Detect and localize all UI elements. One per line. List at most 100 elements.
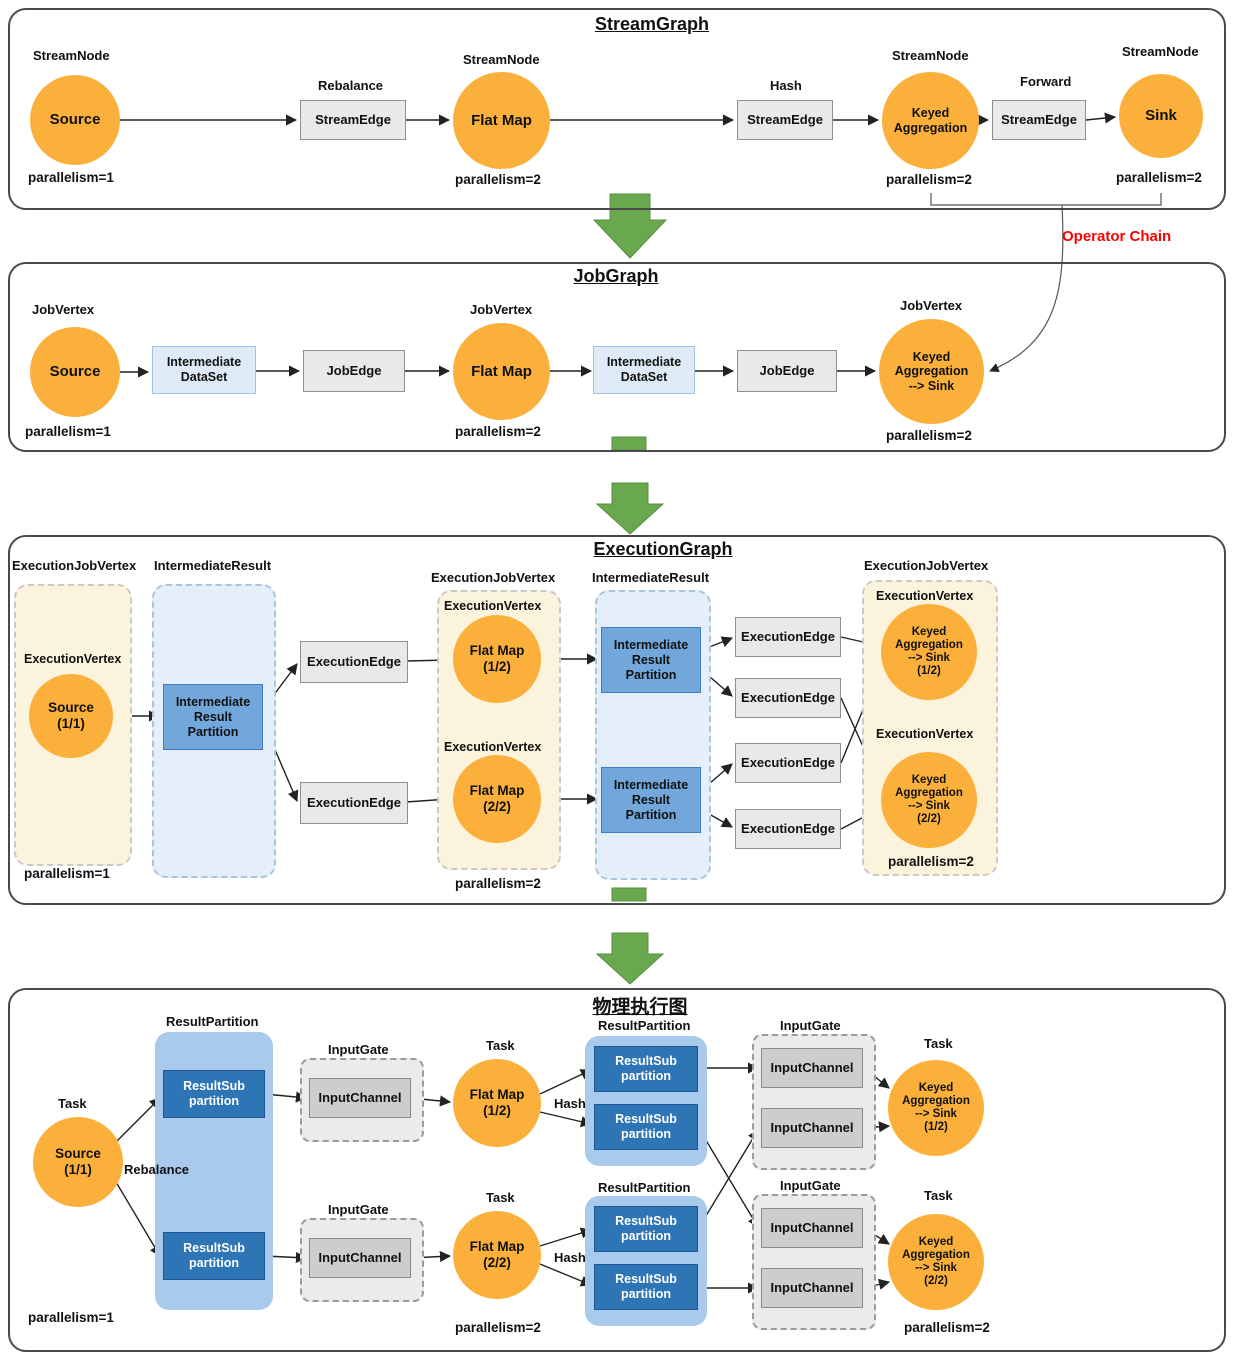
parallelism-label: parallelism=2 (1116, 170, 1202, 185)
parallelism-label: parallelism=2 (886, 172, 972, 187)
executionvertex-label: ExecutionVertex (876, 589, 974, 603)
partition-strategy-label: Rebalance (318, 78, 384, 93)
execution-vertex-flatmap-2: Flat Map (2/2) (453, 755, 541, 843)
resultsubpartition-box: ResultSub partition (594, 1264, 698, 1310)
jobgraph-title: JobGraph (573, 266, 659, 286)
physicalgraph-title: 物理执行图 (592, 997, 688, 1018)
parallelism-label: parallelism=2 (455, 876, 541, 891)
task-keyed-aggregation-sink-1: Keyed Aggregation --> Sink (1/2) (888, 1060, 984, 1156)
job-node-source: Source (30, 327, 120, 417)
hash-label: Hash (554, 1250, 586, 1265)
executionjobvertex-label: ExecutionJobVertex (864, 558, 989, 573)
executionvertex-label: ExecutionVertex (24, 652, 122, 666)
task-label: Task (924, 1188, 953, 1203)
execution-edge-box: ExecutionEdge (735, 678, 841, 718)
task-label: Task (486, 1190, 515, 1205)
resultpartition-label: ResultPartition (598, 1180, 691, 1195)
parallelism-label: parallelism=2 (455, 1320, 541, 1335)
streamgraph-panel (8, 8, 1226, 210)
parallelism-label: parallelism=2 (455, 172, 541, 187)
jobvertex-type-label: JobVertex (470, 302, 533, 317)
executionjobvertex-label: ExecutionJobVertex (12, 558, 137, 573)
intermediateresult-label: IntermediateResult (592, 570, 710, 585)
operator-chain-label: Operator Chain (1062, 228, 1172, 245)
task-keyed-aggregation-sink-2: Keyed Aggregation --> Sink (2/2) (888, 1214, 984, 1310)
executiongraph-panel (8, 535, 1226, 905)
parallelism-label: parallelism=2 (886, 428, 972, 443)
execution-edge-box: ExecutionEdge (735, 743, 841, 783)
job-node-keyed-aggregation-sink: Keyed Aggregation --> Sink (879, 319, 984, 424)
stream-edge-box: StreamEdge (300, 100, 406, 140)
execution-edge-box: ExecutionEdge (735, 617, 841, 657)
task-flatmap-2: Flat Map (2/2) (453, 1211, 541, 1299)
executionvertex-label: ExecutionVertex (444, 599, 542, 613)
task-flatmap-1: Flat Map (1/2) (453, 1059, 541, 1147)
execution-edge-box: ExecutionEdge (735, 809, 841, 849)
execution-edge-box: ExecutionEdge (300, 641, 408, 683)
inputchannel-box: InputChannel (761, 1108, 863, 1148)
task-label: Task (924, 1036, 953, 1051)
intermediateresult-label: IntermediateResult (154, 558, 272, 573)
executionvertex-label: ExecutionVertex (444, 740, 542, 754)
resultpartition-label: ResultPartition (166, 1014, 259, 1029)
inputchannel-box: InputChannel (761, 1048, 863, 1088)
intermediate-dataset-box: Intermediate DataSet (593, 346, 695, 394)
task-source: Source (1/1) (33, 1117, 123, 1207)
inputgate-label: InputGate (328, 1042, 389, 1057)
parallelism-label: parallelism=1 (28, 1310, 114, 1325)
job-node-flatmap: Flat Map (453, 323, 550, 420)
rebalance-label: Rebalance (124, 1162, 190, 1177)
task-label: Task (486, 1038, 515, 1053)
streamnode-type-label: StreamNode (33, 48, 110, 63)
partition-strategy-label: Forward (1020, 74, 1072, 89)
execution-vertex-flatmap-1: Flat Map (1/2) (453, 615, 541, 703)
parallelism-label: parallelism=2 (888, 854, 974, 869)
stream-edge-box: StreamEdge (992, 100, 1086, 140)
execution-vertex-source: Source (1/1) (29, 674, 113, 758)
inputgate-label: InputGate (780, 1018, 841, 1033)
execution-vertex-keyed-aggregation-sink-1: Keyed Aggregation --> Sink (1/2) (881, 604, 977, 700)
inputgate-label: InputGate (780, 1178, 841, 1193)
inputchannel-box: InputChannel (309, 1238, 411, 1278)
parallelism-label: parallelism=2 (904, 1320, 990, 1335)
intermediate-dataset-box: Intermediate DataSet (152, 346, 256, 394)
intermediate-result-partition-box: Intermediate Result Partition (601, 767, 701, 833)
streamnode-type-label: StreamNode (892, 48, 969, 63)
executiongraph-title: ExecutionGraph (593, 539, 733, 559)
resultsubpartition-box: ResultSub partition (163, 1232, 265, 1280)
inputchannel-box: InputChannel (761, 1208, 863, 1248)
stream-node-source: Source (30, 75, 120, 165)
stream-node-sink: Sink (1119, 74, 1203, 158)
partition-strategy-label: Hash (770, 78, 802, 93)
streamnode-type-label: StreamNode (463, 52, 540, 67)
parallelism-label: parallelism=1 (28, 170, 114, 185)
hash-label: Hash (554, 1096, 586, 1111)
jobvertex-type-label: JobVertex (32, 302, 95, 317)
streamnode-type-label: StreamNode (1122, 44, 1199, 59)
stream-node-flatmap: Flat Map (453, 72, 550, 169)
parallelism-label: parallelism=1 (25, 424, 111, 439)
job-edge-box: JobEdge (303, 350, 405, 392)
executionjobvertex-label: ExecutionJobVertex (431, 570, 556, 585)
resultsubpartition-box: ResultSub partition (594, 1206, 698, 1252)
stream-node-keyed-aggregation: Keyed Aggregation (882, 72, 979, 169)
inputchannel-box: InputChannel (309, 1078, 411, 1118)
resultsubpartition-box: ResultSub partition (594, 1104, 698, 1150)
execution-edge-box: ExecutionEdge (300, 782, 408, 824)
jobgraph-panel (8, 262, 1226, 452)
jobvertex-type-label: JobVertex (900, 298, 963, 313)
inputgate-label: InputGate (328, 1202, 389, 1217)
physicalgraph-panel (8, 988, 1226, 1352)
resultsubpartition-box: ResultSub partition (163, 1070, 265, 1118)
resultsubpartition-box: ResultSub partition (594, 1046, 698, 1092)
resultpartition-label: ResultPartition (598, 1018, 691, 1033)
intermediate-result-partition-box: Intermediate Result Partition (163, 684, 263, 750)
inputchannel-box: InputChannel (761, 1268, 863, 1308)
task-label: Task (58, 1096, 87, 1111)
intermediate-result-partition-box: Intermediate Result Partition (601, 627, 701, 693)
executionvertex-label: ExecutionVertex (876, 727, 974, 741)
parallelism-label: parallelism=1 (24, 866, 110, 881)
execution-vertex-keyed-aggregation-sink-2: Keyed Aggregation --> Sink (2/2) (881, 752, 977, 848)
parallelism-label: parallelism=2 (455, 424, 541, 439)
